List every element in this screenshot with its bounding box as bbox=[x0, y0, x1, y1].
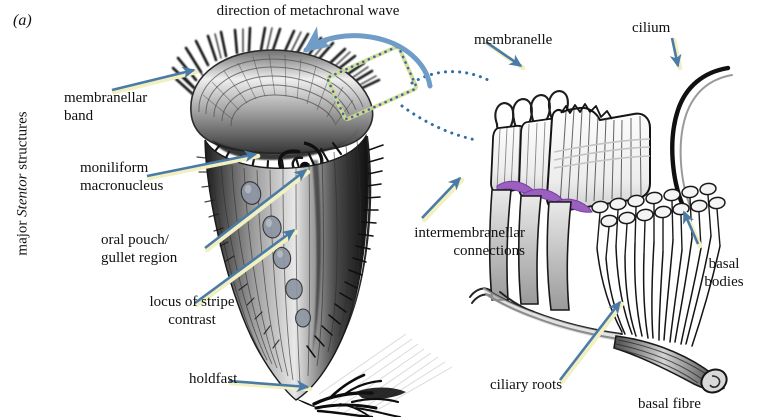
label-moniliform-macronucleus: moniliform macronucleus bbox=[80, 160, 164, 194]
arrow-to-membranellar-band bbox=[111, 66, 196, 92]
leader-arrows bbox=[111, 26, 703, 393]
callout-leader-bottom bbox=[400, 104, 478, 142]
label-oral-pouch-gullet-region: oral pouch/ gullet region bbox=[101, 232, 178, 266]
locus-of-stripe-contrast-band bbox=[312, 160, 321, 356]
arrow-to-locus-of-stripe-contrast bbox=[194, 228, 296, 305]
label-membranellar-band: membranellar band bbox=[64, 90, 148, 124]
ciliary-root-shading bbox=[482, 286, 624, 342]
callout-box-dashed bbox=[326, 45, 418, 121]
membranelle-plate-1-cilia-lines bbox=[496, 126, 521, 191]
callout-connector bbox=[325, 45, 494, 142]
membranelle-plate-3-serrated-edge bbox=[560, 103, 613, 120]
arrow-to-cilium bbox=[669, 37, 682, 68]
stentor-organism-illustration bbox=[171, 26, 453, 417]
basal-fibre-spiral bbox=[709, 375, 721, 388]
basal-fibre bbox=[613, 335, 728, 394]
basal-bodies bbox=[591, 182, 726, 228]
arrow-to-intermembranellar-connections bbox=[421, 176, 462, 219]
membranelle-plate-3-cilia-lines bbox=[559, 109, 642, 206]
arrow-to-oral-pouch bbox=[204, 168, 308, 250]
label-locus-of-stripe-contrast: locus of stripe contrast bbox=[149, 294, 235, 328]
lateral-cilia bbox=[306, 144, 384, 358]
moniliform-macronucleus bbox=[240, 181, 311, 328]
label-holdfast: holdfast bbox=[189, 371, 238, 387]
label-direction-of-metachronal-wave: direction of metachronal wave bbox=[216, 3, 400, 19]
arrow-lines bbox=[111, 37, 700, 393]
figure-row-title: major Stentor structures bbox=[14, 111, 31, 256]
label-membranelle: membranelle bbox=[474, 32, 553, 48]
cilium bbox=[670, 65, 733, 209]
membranelle-support-walls bbox=[488, 189, 572, 311]
arrow-to-basal-bodies bbox=[682, 210, 700, 245]
plate-internal-fibres bbox=[553, 138, 651, 169]
label-basal-fibre: basal fibre bbox=[638, 396, 701, 412]
arrow-to-membranelle bbox=[485, 40, 523, 68]
label-ciliary-roots: ciliary roots bbox=[490, 377, 563, 393]
label-cilium: cilium bbox=[632, 20, 671, 36]
arrow-to-macronucleus bbox=[146, 150, 258, 178]
macronucleus-highlights bbox=[244, 184, 283, 258]
label-intermembranellar-connections: intermembranellar connections bbox=[414, 225, 525, 259]
label-basal-bodies: basal bodies bbox=[704, 256, 744, 290]
peristome-collar bbox=[190, 49, 374, 155]
panel-letter: (a) bbox=[13, 12, 32, 29]
ciliary-roots bbox=[596, 235, 721, 347]
membranelle-detail-illustration bbox=[469, 65, 733, 394]
metachronal-wave-arrow bbox=[302, 26, 433, 89]
basal-fibre-end-cap bbox=[700, 368, 728, 394]
arrow-to-holdfast bbox=[228, 379, 310, 393]
arrow-to-ciliary-roots bbox=[558, 300, 622, 381]
